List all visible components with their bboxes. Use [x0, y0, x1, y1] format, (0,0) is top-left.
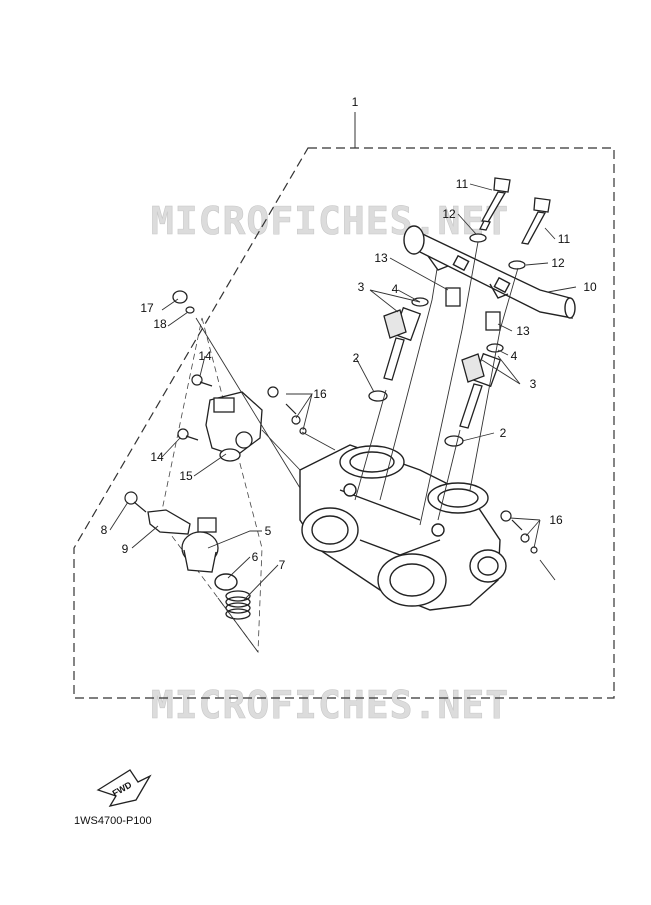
callout-3-right: 3 [530, 377, 537, 391]
screw-14-upper [191, 374, 213, 387]
bracket-9 [147, 509, 191, 535]
callout-2-left: 2 [353, 351, 360, 365]
bolt-11-right [521, 197, 551, 245]
sensor-5 [181, 517, 219, 573]
callout-labels: 1 2 2 3 3 4 4 5 6 7 8 9 10 11 11 12 12 1… [101, 95, 597, 572]
injector-right [459, 343, 504, 429]
callout-12-left: 12 [442, 207, 456, 221]
sensor-group-outline [159, 317, 263, 654]
seal-13-right [485, 311, 501, 331]
callout-16-upper: 16 [313, 387, 327, 401]
callout-6: 6 [252, 550, 259, 564]
assembly-boundary [73, 147, 615, 699]
callout-14-upper: 14 [198, 349, 212, 363]
watermark-top: MICROFICHES.NET [151, 199, 509, 243]
callout-8: 8 [101, 523, 108, 537]
fwd-arrow-icon: FWD [96, 769, 152, 807]
callout-10: 10 [583, 280, 597, 294]
grommet-2-right [444, 435, 464, 447]
throttle-body [299, 444, 507, 611]
callout-1: 1 [352, 95, 359, 109]
seal-13-left [445, 287, 461, 307]
spring-7 [225, 590, 251, 620]
callout-5: 5 [265, 524, 272, 538]
o-ring-18 [185, 306, 195, 314]
screw-set-16-upper [267, 386, 307, 435]
callout-leaders [109, 183, 577, 601]
diagram-code: 1WS4700-P100 [74, 815, 152, 827]
washer-12-right [508, 260, 526, 270]
callout-15: 15 [179, 469, 193, 483]
callout-3-left: 3 [358, 280, 365, 294]
watermark-bottom: MICROFICHES.NET [151, 683, 509, 727]
callout-18: 18 [153, 317, 167, 331]
callout-17: 17 [140, 301, 154, 315]
callout-14-lower: 14 [150, 450, 164, 464]
fuel-rail [403, 225, 576, 319]
washer-12-left [469, 233, 487, 243]
screw-set-16-lower [500, 510, 538, 554]
o-ring-6 [214, 573, 238, 591]
callout-11-left: 11 [456, 177, 469, 191]
callout-13-left: 13 [374, 251, 388, 265]
screw-14-lower [177, 428, 199, 441]
callout-2-right: 2 [500, 426, 507, 440]
callout-9: 9 [122, 542, 129, 556]
throttle-position-sensor [205, 391, 263, 462]
grommet-2-left [368, 390, 388, 402]
callout-16-lower: 16 [549, 513, 563, 527]
callout-7: 7 [279, 558, 286, 572]
callout-4-left: 4 [392, 282, 399, 296]
bolt-11-left [479, 177, 511, 231]
bolt-8 [124, 491, 147, 513]
callout-11-right: 11 [558, 232, 571, 246]
callout-4-right: 4 [511, 349, 518, 363]
callout-13-right: 13 [516, 324, 530, 338]
callout-12-right: 12 [551, 256, 565, 270]
